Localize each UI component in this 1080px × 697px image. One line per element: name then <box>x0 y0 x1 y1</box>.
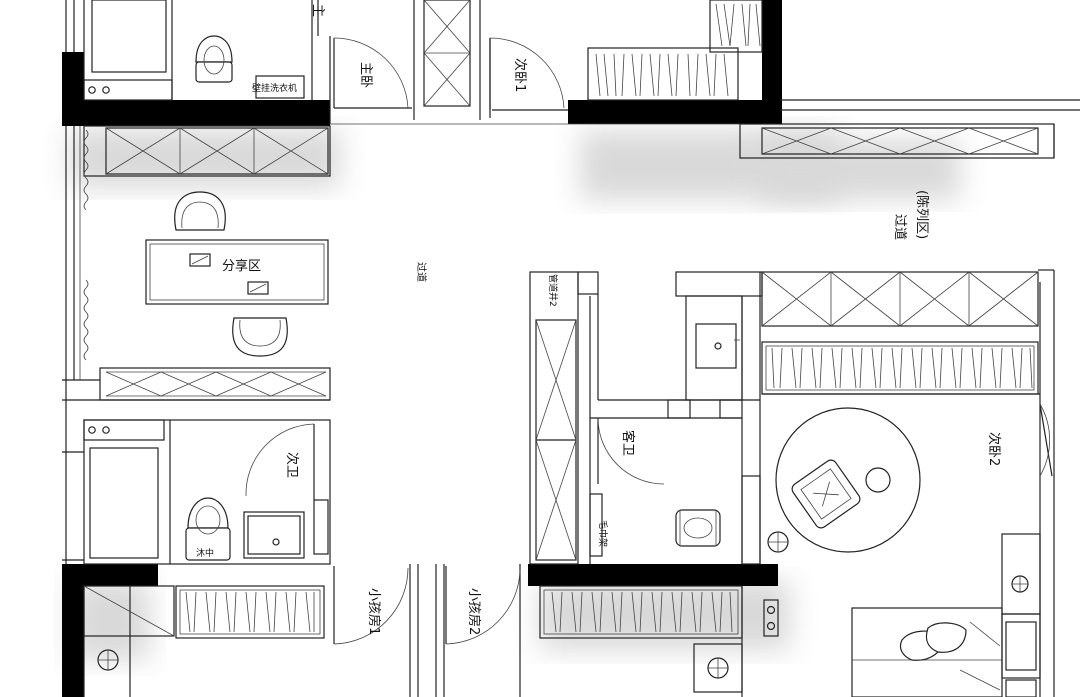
label-corridor-main: 过道 <box>415 262 428 282</box>
label-master-bedroom: 主卧 <box>358 62 373 88</box>
walls <box>62 0 782 697</box>
wardrobe-hangers <box>185 3 1033 633</box>
label-wall-washer: 壁挂洗衣机 <box>252 82 297 94</box>
door-swings <box>245 37 1053 645</box>
label-pipe-shaft: 管道井2 <box>547 274 559 307</box>
basin-icon <box>272 339 740 546</box>
toilet-icon <box>195 35 233 83</box>
outline-lines <box>62 0 1080 697</box>
laptop-icon <box>189 253 269 295</box>
label-corridor-display: 过道 <box>892 214 907 240</box>
armchair-icon <box>174 191 226 231</box>
label-share-area: 分享区 <box>222 258 261 274</box>
label-kids-room-1: 小孩房1 <box>366 588 382 635</box>
curtain-lines <box>83 129 89 361</box>
toilet-icon <box>185 497 231 561</box>
floor-drain-icon <box>97 531 1029 679</box>
label-kids-room-2: 小孩房2 <box>466 588 482 635</box>
room-labels: 主 主卧 次卧1 壁挂洗衣机 过道 过道 (陈列区) 分享区 管道井2 客卫 毛… <box>196 4 1002 635</box>
label-display-area: (陈列区) <box>914 190 930 239</box>
label-second-bedroom-1: 次卧1 <box>512 58 528 92</box>
label-guest-bath: 客卫 <box>620 430 636 456</box>
label-towel-rack: 毛巾架 <box>597 520 609 547</box>
toilet-icon <box>675 509 721 547</box>
label-lower-toilet: 沐中 <box>196 547 214 559</box>
armchair-icon <box>232 317 288 357</box>
round-rug-icon <box>775 407 921 553</box>
label-second-bedroom-2: 次卧2 <box>986 432 1002 466</box>
label-top-partial: 主 <box>310 4 325 17</box>
label-second-bath: 次卫 <box>284 452 300 478</box>
cabinet-x-pattern <box>105 127 1039 397</box>
bed-icon <box>899 621 1001 691</box>
